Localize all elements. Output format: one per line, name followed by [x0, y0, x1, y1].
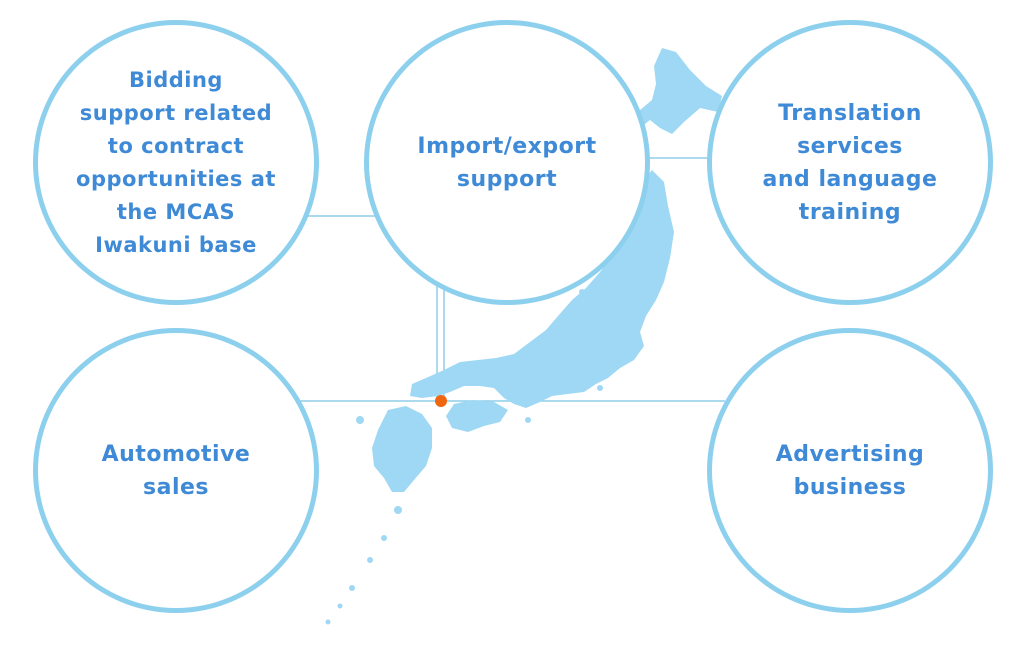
import-export-circle: Import/export support	[364, 20, 650, 305]
kyushu	[372, 406, 432, 492]
import-export-label: Import/export support	[417, 133, 597, 192]
shikoku	[446, 400, 508, 432]
honshu	[410, 170, 674, 408]
translation-label: Translation services and language traini…	[762, 100, 938, 225]
translation-circle: Translation services and language traini…	[707, 20, 993, 305]
advertising-circle: Advertising business	[707, 328, 993, 613]
connector-lines	[298, 157, 725, 402]
automotive-label: Automotive sales	[101, 441, 251, 500]
automotive-circle: Automotive sales	[33, 328, 319, 613]
bidding-support-label: Bidding support related to contract oppo…	[76, 67, 276, 257]
japan-islands	[325, 48, 722, 625]
bidding-support-circle: Bidding support related to contract oppo…	[33, 20, 319, 305]
hokkaido	[628, 48, 722, 134]
advertising-label: Advertising business	[775, 441, 925, 500]
